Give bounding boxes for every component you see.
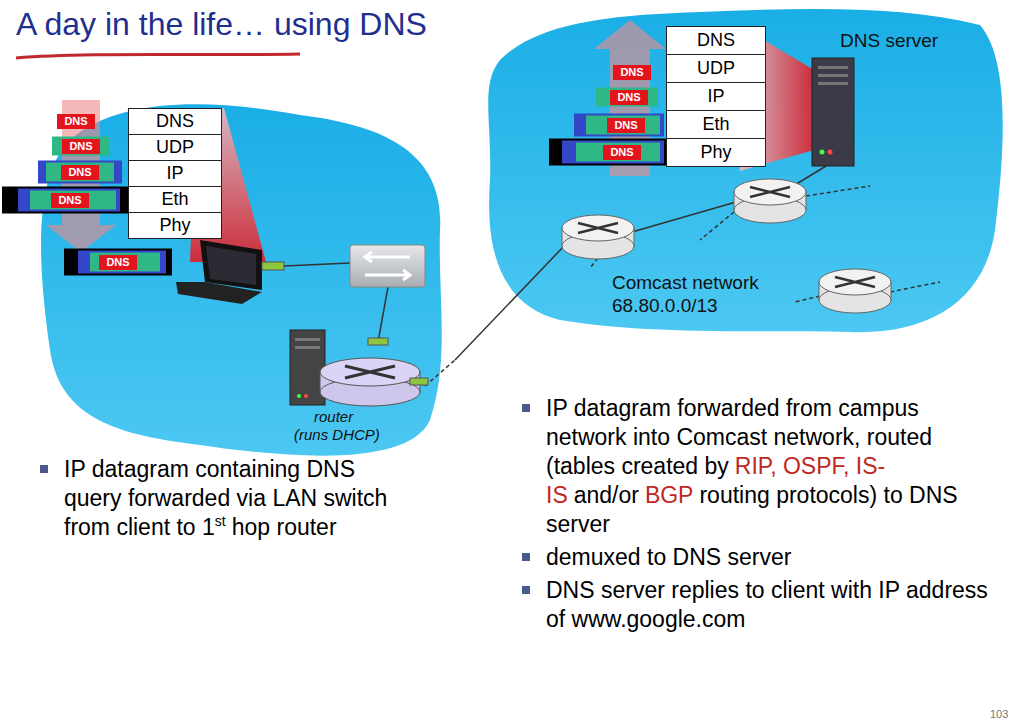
layer-name: UDP <box>156 137 194 158</box>
comcast-network-cloud <box>488 9 1003 332</box>
layer-name: IP <box>166 163 183 184</box>
dns-message-box: DNS <box>603 145 641 160</box>
protocol-layer-cell: IP <box>128 160 222 187</box>
router-icon <box>562 179 891 313</box>
bullet-item: DNS server replies to client with IP add… <box>520 576 1002 634</box>
message-label: DNS <box>614 119 637 131</box>
protocol-names: BGP <box>645 482 694 508</box>
protocol-layer-cell: Phy <box>128 212 222 239</box>
dns-message-box: DNS <box>61 165 99 180</box>
bullet-list: IP datagram forwarded from campus networ… <box>520 394 1002 638</box>
device-name: router <box>314 408 353 425</box>
server-icon <box>812 58 854 166</box>
layer-name: IP <box>707 86 724 107</box>
switch-icon <box>350 245 425 287</box>
superscript: st <box>215 513 226 529</box>
dns-message-box: DNS <box>613 65 651 80</box>
layer-name: DNS <box>156 111 194 132</box>
dns-message-box: DNS <box>57 114 95 129</box>
server-name: DNS server <box>840 30 938 52</box>
layer-name: DNS <box>697 30 735 51</box>
protocol-layer-cell: UDP <box>128 134 222 161</box>
protocol-layer-cell: DNS <box>128 108 222 135</box>
dns-message-box: DNS <box>610 90 648 105</box>
dns-message-box: DNS <box>51 193 89 208</box>
protocol-layer-cell: UDP <box>666 54 766 83</box>
bullet-text: DNS server replies to client with IP add… <box>546 577 988 632</box>
layer-name: UDP <box>697 58 735 79</box>
message-label: DNS <box>58 194 81 206</box>
layer-name: Phy <box>159 215 190 236</box>
flow-arrow <box>46 20 666 252</box>
protocol-layer-cell: Eth <box>666 110 766 139</box>
link-wire <box>284 166 940 386</box>
protocol-layer-cell: Phy <box>666 138 766 167</box>
packet-frames <box>2 88 666 276</box>
layer-name: Phy <box>700 142 731 163</box>
protocol-layer-cell: IP <box>666 82 766 111</box>
bullet-text: hop router <box>232 514 337 540</box>
protocol-layer-cell: Eth <box>128 186 222 213</box>
network-prefix: 68.80.0.0/13 <box>612 295 718 317</box>
bullet-text: and/or <box>574 482 639 508</box>
message-label: DNS <box>68 166 91 178</box>
page-number: 103 <box>990 708 1008 720</box>
dns-message-box: DNS <box>99 255 137 270</box>
protocol-layer-cell: DNS <box>666 26 766 55</box>
bullet-item: IP datagram forwarded from campus networ… <box>520 394 1002 539</box>
bullet-text: demuxed to DNS server <box>546 544 791 570</box>
dns-message-box: DNS <box>62 139 100 154</box>
laptop-icon <box>176 240 284 304</box>
network-name: Comcast network <box>612 272 759 294</box>
dns-message-box: DNS <box>607 118 645 133</box>
message-label: DNS <box>617 91 640 103</box>
message-label: DNS <box>64 115 87 127</box>
campus-network-cloud <box>41 104 442 455</box>
bullet-list: IP datagram containing DNS query forward… <box>38 455 410 546</box>
title-underline <box>16 54 300 58</box>
bullet-item: demuxed to DNS server <box>520 543 1002 572</box>
bullet-item: IP datagram containing DNS query forward… <box>38 455 410 542</box>
router-icon <box>290 330 428 406</box>
device-note: (runs DHCP) <box>294 426 380 443</box>
message-label: DNS <box>106 256 129 268</box>
message-label: DNS <box>620 66 643 78</box>
message-label: DNS <box>610 146 633 158</box>
layer-name: Eth <box>702 114 729 135</box>
slide-title: A day in the life… using DNS <box>16 6 427 43</box>
message-label: DNS <box>69 140 92 152</box>
layer-name: Eth <box>161 189 188 210</box>
